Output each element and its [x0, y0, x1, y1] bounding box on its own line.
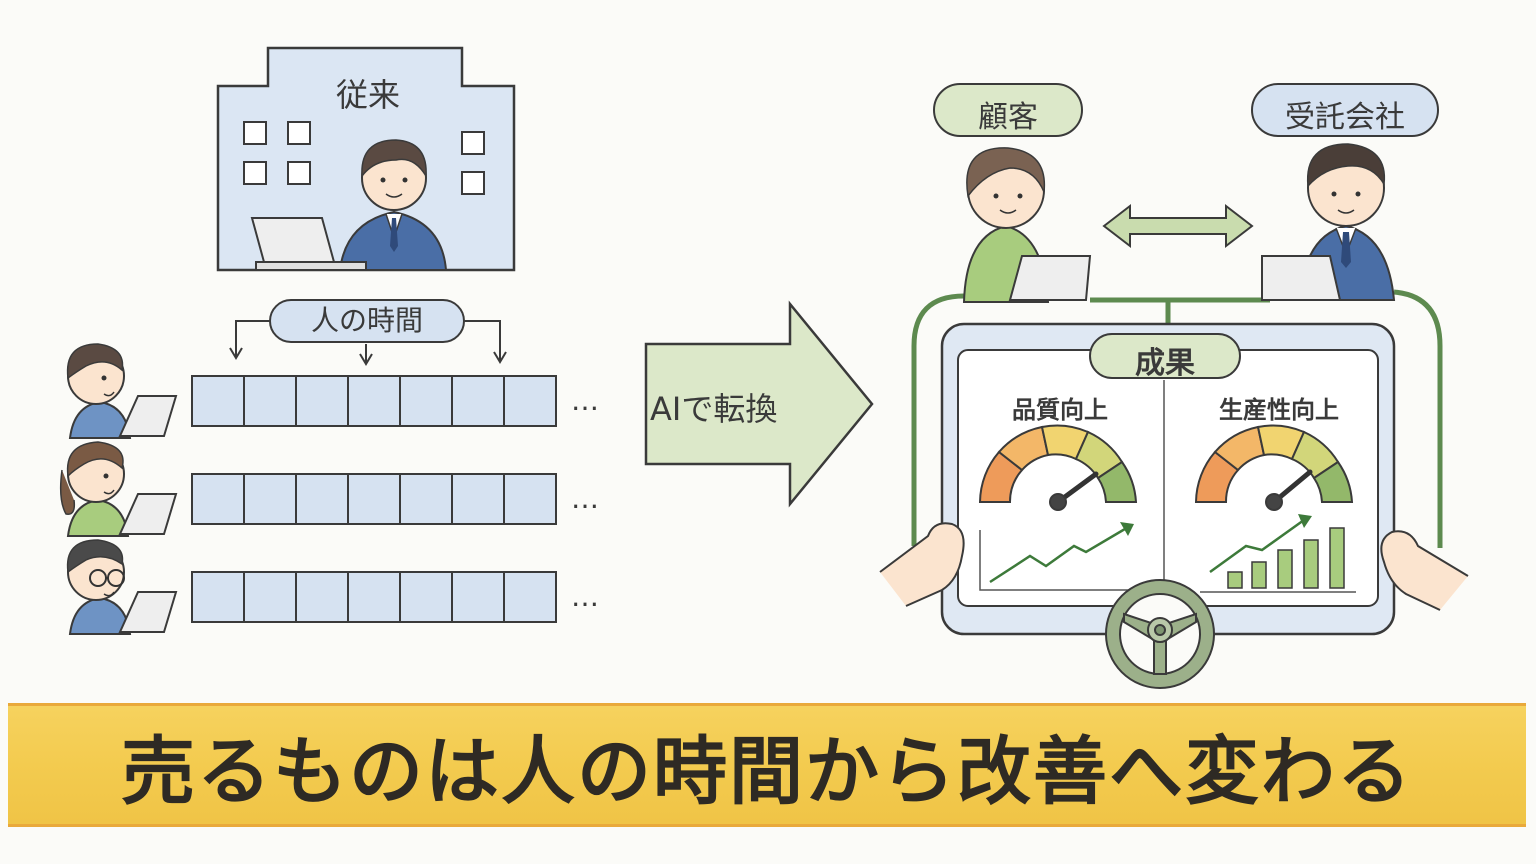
laptop-icon	[250, 217, 367, 271]
contractor-label: 受託会社	[1285, 100, 1405, 135]
right-hand-icon	[1380, 530, 1469, 611]
big-arrow-icon	[644, 300, 874, 508]
human-time-bracket	[229, 320, 507, 366]
ai-convert-label: AIで転換	[650, 390, 778, 428]
customer-pill	[933, 83, 1083, 137]
human-time-label: 人の時間	[310, 304, 423, 337]
worker-3-person-icon	[66, 539, 178, 635]
worker-1-person-icon	[66, 343, 178, 439]
quality-gauge-icon	[978, 424, 1138, 511]
results-label: 成果	[1135, 346, 1195, 381]
human-time-pill	[269, 299, 465, 343]
time-bars	[191, 375, 557, 623]
ellipsis-row-1: …	[571, 384, 599, 417]
contractor-person-icon	[1261, 143, 1396, 301]
steering-wheel-icon	[1105, 579, 1215, 689]
double-arrow-icon	[1102, 203, 1254, 249]
ellipsis-row-3: …	[571, 580, 599, 613]
worker-2-person-icon	[59, 441, 178, 537]
productivity-bars-icon	[1200, 514, 1356, 593]
results-pill	[1089, 333, 1241, 379]
connection-frame	[911, 289, 1443, 548]
left-hand-icon	[879, 522, 965, 607]
customer-label: 顧客	[978, 100, 1038, 135]
customer-person-icon	[962, 147, 1092, 303]
productivity-up-label: 生産性向上	[1219, 396, 1339, 424]
contractor-pill	[1251, 83, 1439, 137]
traditional-label: 従来	[335, 76, 400, 114]
office-worker-person-icon	[338, 139, 448, 271]
ellipsis-row-2: …	[571, 482, 599, 515]
quality-up-label: 品質向上	[1012, 396, 1108, 424]
productivity-gauge-icon	[1194, 424, 1354, 511]
conclusion-banner: 売るものは人の時間から改善へ変わる	[8, 703, 1526, 827]
quality-trend-line-icon	[979, 522, 1150, 591]
conclusion-text: 売るものは人の時間から改善へ変わる	[121, 728, 1413, 815]
